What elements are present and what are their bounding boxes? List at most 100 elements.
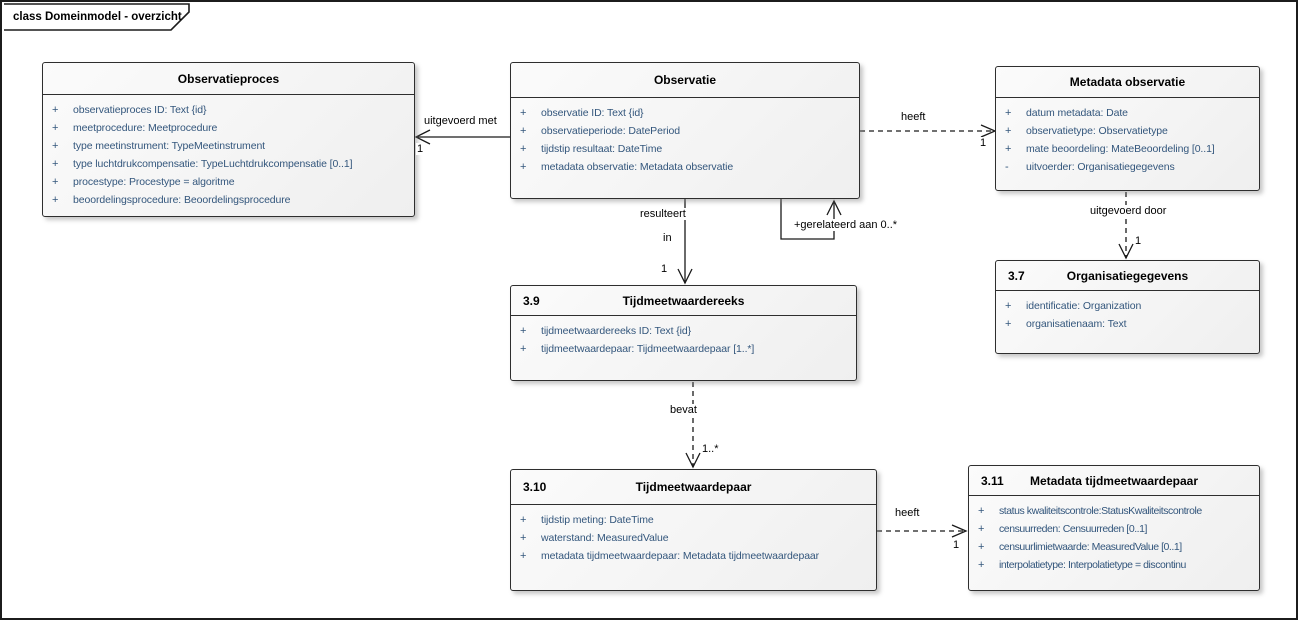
attribute-row: +beoordelingsprocedure: Beoordelingsproc…	[43, 191, 414, 209]
visibility-marker: +	[1005, 318, 1012, 330]
attribute-text: observatieproces ID: Text {id}	[73, 104, 207, 116]
label-uitgevoerd-door: uitgevoerd door	[1088, 205, 1169, 217]
visibility-marker: +	[520, 325, 527, 337]
visibility-marker: +	[978, 523, 985, 535]
class-number: 3.10	[523, 480, 547, 494]
visibility-marker: +	[520, 343, 527, 355]
label-resulteert-in: in	[661, 232, 674, 244]
attribute-text: tijdmeetwaardepaar: Tijdmeetwaardepaar […	[541, 343, 755, 355]
attribute-text: datum metadata: Date	[1026, 107, 1128, 119]
attribute-text: meetprocedure: Meetprocedure	[73, 122, 218, 134]
attribute-text: identificatie: Organization	[1026, 300, 1142, 312]
class-header: Observatie	[511, 63, 859, 98]
visibility-marker: +	[52, 158, 59, 170]
class-number: 3.11	[981, 473, 1004, 488]
attribute-row: +type luchtdrukcompensatie: TypeLuchtdru…	[43, 155, 414, 173]
label-uitgevoerd-met: uitgevoerd met	[422, 115, 499, 127]
label-bevat: bevat	[668, 404, 699, 416]
label-resulteert: resulteert	[638, 208, 688, 220]
attribute-row: +interpolatietype: Interpolatietype = di…	[969, 556, 1259, 574]
visibility-marker: +	[520, 107, 527, 119]
attribute-text: uitvoerder: Organisatiegegevens	[1026, 161, 1175, 173]
visibility-marker: +	[520, 125, 527, 137]
attribute-row: +tijdmeetwaardereeks ID: Text {id}	[511, 322, 856, 340]
visibility-marker: +	[52, 122, 59, 134]
attribute-row: + procestype: Procestype = algoritme	[43, 173, 414, 191]
attribute-text: tijdstip resultaat: DateTime	[541, 143, 663, 155]
class-header: Metadata observatie	[996, 67, 1259, 98]
class-attributes: + datum metadata: Date + observatietype: Ob…	[996, 98, 1259, 176]
label-heeft-tijdmeetwaardepaar: heeft	[893, 507, 922, 519]
attribute-row: + observatie ID: Text {id}	[511, 104, 859, 122]
attribute-row: + mate beoordeling: MateBeoordeling [0..1…	[996, 140, 1259, 158]
attribute-text: metadata tijdmeetwaardepaar: Metadata ti…	[541, 550, 820, 562]
class-title: Observatieproces	[177, 71, 280, 86]
class-attributes: +tijdstip meting: DateTime+waterstand: M…	[511, 505, 876, 565]
class-title: Organisatiegegevens	[1066, 268, 1189, 283]
attribute-text: organisatienaam: Text	[1026, 318, 1127, 330]
class-attributes: +observatie ID: Text {id}+observatieperi…	[511, 98, 859, 176]
class-box-observatieproces[interactable]: Observatieproces + observatieproces ID: T…	[42, 62, 415, 217]
multiplicity-heeft-observatie: 1	[979, 137, 988, 149]
attribute-text: censuurreden: Censuurreden [0..1]	[999, 523, 1148, 535]
attribute-row: + tijdstip resultaat: DateTime	[511, 140, 859, 158]
attribute-row: +waterstand: MeasuredValue	[511, 529, 876, 547]
class-box-observatie[interactable]: Observatie +observatie ID: Text {id}+obs…	[510, 62, 860, 199]
visibility-marker: +	[1005, 125, 1012, 137]
class-title: Observatie	[653, 73, 717, 87]
class-header: 3.9 Tijdmeetwaardereeks	[511, 286, 856, 316]
arrowhead-uitgevoerd-door	[1118, 243, 1134, 260]
arrowhead-resulteert-in	[677, 268, 693, 285]
frame-tab-shape	[4, 3, 190, 31]
class-box-tijdmeetwaardepaar[interactable]: 3.10 Tijdmeetwaardepaar +tijdstip meting…	[510, 469, 877, 591]
class-header: 3.10 Tijdmeetwaardepaar	[511, 470, 876, 505]
attribute-row: + identificatie: Organization	[996, 297, 1259, 315]
frame-title-tab: class Domeinmodel - overzicht	[4, 4, 190, 30]
attribute-text: mate beoordeling: MateBeoordeling [0..1]	[1026, 143, 1215, 155]
attribute-text: status kwaliteitscontrole:StatusKwalitei…	[999, 505, 1202, 517]
class-header: 3.11 Metadata tijdmeetwaardepaar	[969, 466, 1259, 496]
visibility-marker: +	[978, 505, 985, 517]
multiplicity-bevat: 1..*	[701, 443, 720, 455]
arrowhead-heeft-tijdmeetwaardepaar	[951, 524, 968, 538]
attribute-row: + organisatienaam: Text	[996, 315, 1259, 333]
attribute-text: observatie ID: Text {id}	[541, 107, 644, 119]
visibility-marker: +	[520, 161, 527, 173]
visibility-marker: +	[1005, 107, 1012, 119]
visibility-marker: +	[1005, 143, 1012, 155]
visibility-marker: +	[52, 104, 59, 116]
attribute-row: +metadata tijdmeetwaardepaar: Metadata t…	[511, 547, 876, 565]
attribute-row: +tijdstip meting: DateTime	[511, 511, 876, 529]
attribute-row: - uitvoerder: Organisatiegegevens	[996, 158, 1259, 176]
visibility-marker: +	[1005, 300, 1012, 312]
attribute-text: waterstand: MeasuredValue	[541, 532, 669, 544]
visibility-marker: +	[520, 143, 527, 155]
class-box-organisatiegegevens[interactable]: 3.7 Organisatiegegevens + identificatie: …	[995, 260, 1260, 354]
multiplicity-uitgevoerd-met: 1	[416, 143, 425, 155]
attribute-row: + observatietype: Observatietype	[996, 122, 1259, 140]
attribute-text: tijdstip meting: DateTime	[541, 514, 654, 526]
attribute-row: + datum metadata: Date	[996, 104, 1259, 122]
class-attributes: + observatieproces ID: Text {id} + meetproc…	[43, 95, 414, 209]
class-title: Metadata observatie	[1069, 75, 1186, 89]
class-header: 3.7 Organisatiegegevens	[996, 261, 1259, 291]
attribute-text: observatietype: Observatietype	[1026, 125, 1168, 137]
attribute-row: + observatieproces ID: Text {id}	[43, 101, 414, 119]
attribute-row: + tijdmeetwaardepaar: Tijdmeetwaardepaar …	[511, 340, 856, 358]
class-box-metadata-observatie[interactable]: Metadata observatie + datum metadata: Dat…	[995, 66, 1260, 191]
class-title: Metadata tijdmeetwaardepaar	[1029, 473, 1199, 488]
visibility-marker: +	[52, 140, 59, 152]
attribute-text: procestype: Procestype = algoritme	[73, 176, 235, 188]
class-box-metadata-tijdmeetwaardepaar[interactable]: 3.11 Metadata tijdmeetwaardepaar + status…	[968, 465, 1260, 591]
class-header: Observatieproces	[43, 63, 414, 95]
visibility-marker: +	[978, 541, 985, 553]
visibility-marker: +	[978, 559, 985, 571]
attribute-row: +metadata observatie: Metadata observati…	[511, 158, 859, 176]
attribute-text: beoordelingsprocedure: Beoordelingsproce…	[73, 194, 291, 206]
arrowhead-bevat	[685, 452, 701, 469]
class-box-tijdmeetwaardereeks[interactable]: 3.9 Tijdmeetwaardereeks +tijdmeetwaarder…	[510, 285, 857, 381]
visibility-marker: -	[1005, 161, 1009, 173]
frame-title: class Domeinmodel - overzicht	[13, 11, 182, 23]
visibility-marker: +	[52, 176, 59, 188]
